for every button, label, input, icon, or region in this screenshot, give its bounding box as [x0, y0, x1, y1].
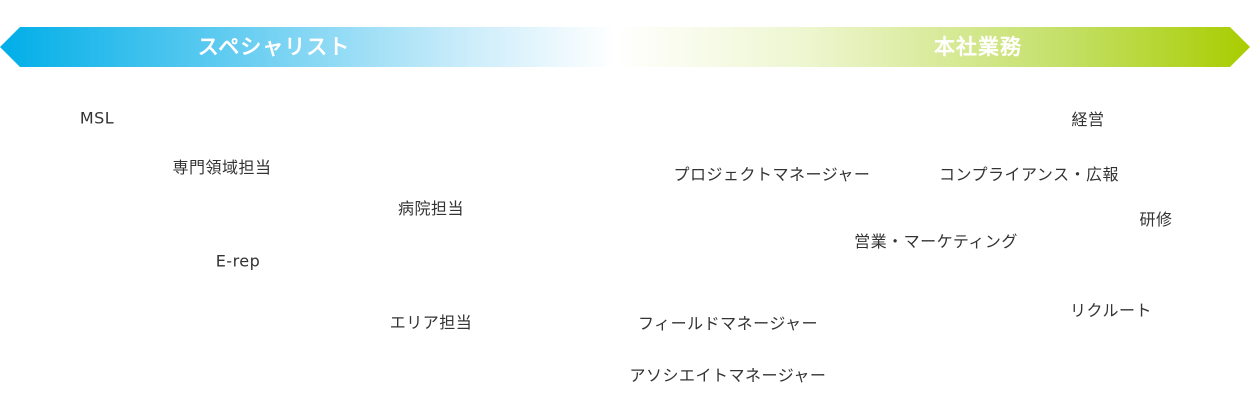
specialist-arrow-band — [0, 27, 615, 67]
role-hospital: 病院担当 — [397, 199, 465, 218]
role-field-manager: フィールドマネージャー — [637, 314, 819, 333]
role-management: 経営 — [1071, 110, 1105, 129]
role-associate-manager: アソシエイトマネージャー — [629, 366, 827, 385]
role-recruit: リクルート — [1069, 301, 1153, 320]
role-project-manager: プロジェクトマネージャー — [673, 165, 871, 184]
role-specialty: 専門領域担当 — [172, 158, 272, 177]
role-erep: E-rep — [215, 251, 261, 271]
role-training: 研修 — [1139, 210, 1173, 229]
headquarters-title: 本社業務 — [934, 35, 1022, 59]
role-area: エリア担当 — [389, 313, 473, 332]
role-compliance-pr: コンプライアンス・広報 — [938, 165, 1120, 184]
specialist-title: スペシャリスト — [197, 35, 351, 59]
headquarters-arrow-band — [615, 27, 1250, 67]
role-msl: MSL — [79, 108, 115, 128]
role-sales-marketing: 営業・マーケティング — [854, 232, 1018, 251]
